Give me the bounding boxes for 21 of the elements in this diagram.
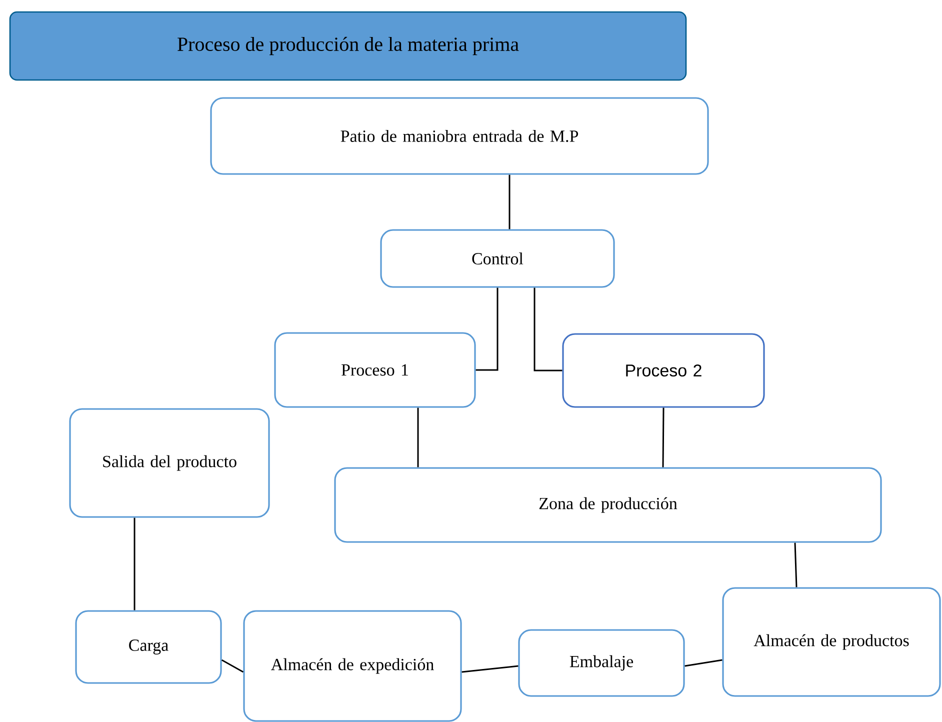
process-box: Almacén de productos: [722, 587, 941, 697]
process-box: Proceso 1: [274, 332, 476, 408]
process-box: Carga: [75, 610, 222, 684]
connector-line: [508, 174, 510, 230]
process-box: Salida del producto: [69, 408, 270, 518]
connector-line: [221, 659, 244, 673]
process-box: Almacén de expedición: [243, 610, 462, 722]
connector-line: [534, 288, 562, 372]
process-box: Zona de producción: [334, 467, 882, 543]
connector-line: [794, 542, 798, 588]
connector-line: [684, 659, 722, 667]
connector-line: [462, 665, 518, 673]
process-box: Embalaje: [518, 629, 685, 697]
connector-line: [662, 408, 664, 468]
title-banner: Proceso de producción de la materia prima: [9, 11, 687, 81]
connector-line: [417, 408, 419, 468]
connector-line: [134, 518, 136, 610]
process-box: Control: [380, 229, 615, 288]
process-box: Proceso 2: [562, 333, 765, 408]
connector-line: [476, 288, 498, 371]
process-box: Patio de maniobra entrada de M.P: [210, 97, 709, 175]
